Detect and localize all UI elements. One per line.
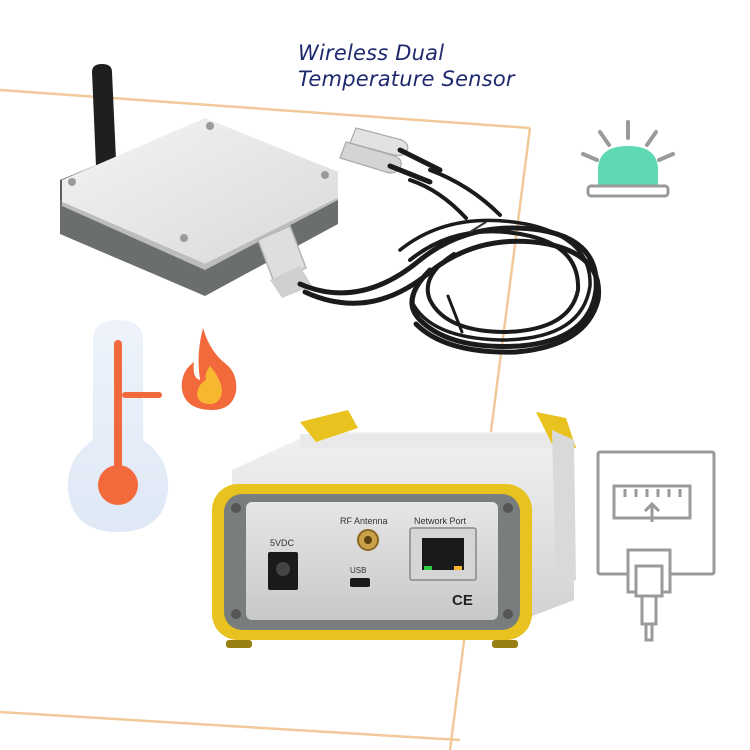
usb-label: USB xyxy=(350,566,367,575)
probe-cables xyxy=(297,168,602,355)
title-line-1: Wireless Dual xyxy=(298,41,445,65)
power-label: 5VDC xyxy=(270,538,295,548)
thermometer-icon xyxy=(67,320,169,532)
title-line-2: Temperature Sensor xyxy=(298,67,515,91)
ethernet-port-icon xyxy=(596,450,716,642)
gateway-unit xyxy=(212,410,576,648)
alarm-light-icon xyxy=(581,120,675,198)
flame-icon xyxy=(181,328,237,410)
sensor-unit xyxy=(60,64,338,298)
temperature-probes xyxy=(339,127,443,185)
rf-antenna-label: RF Antenna xyxy=(340,516,388,526)
network-port-label: Network Port xyxy=(414,516,467,526)
product-title: Wireless Dual Temperature Sensor xyxy=(298,40,515,92)
ce-mark: CE xyxy=(452,592,473,609)
